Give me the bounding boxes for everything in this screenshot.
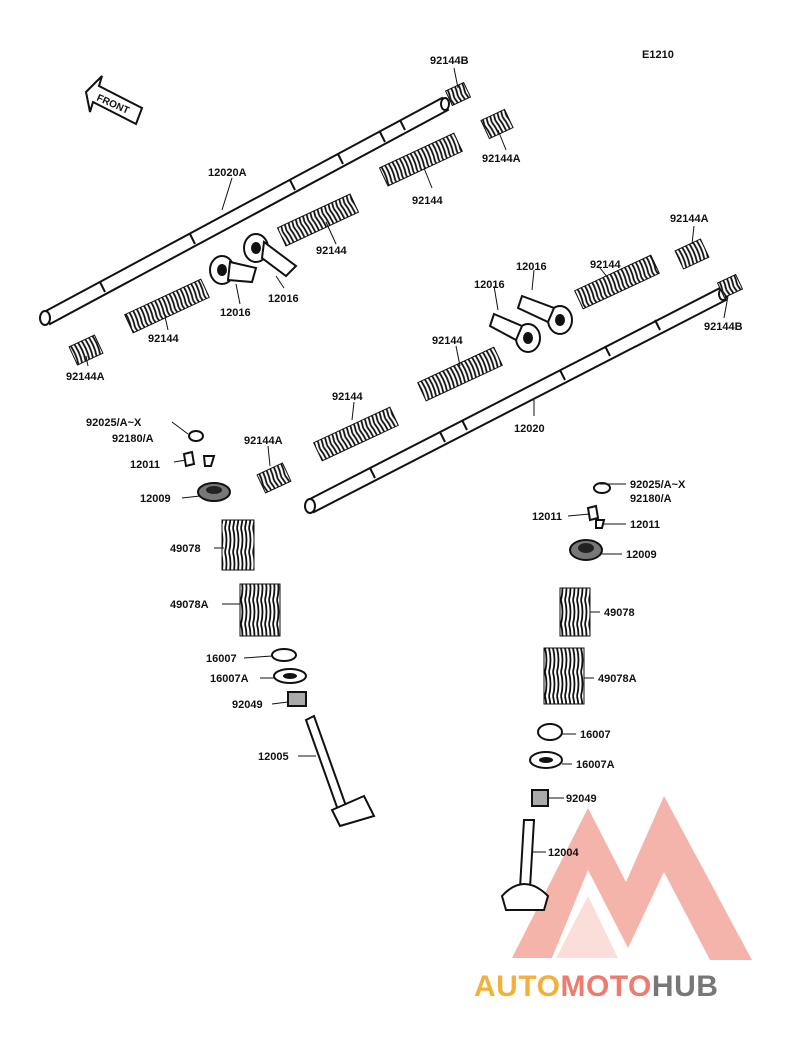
label-12011-right-a: 12011 (532, 511, 562, 523)
valve-stack-left (182, 430, 376, 828)
label-12016-b: 12016 (220, 307, 251, 319)
front-arrow-icon: FRONT (84, 75, 144, 126)
label-12011-right-b: 12011 (630, 519, 660, 531)
part-labels: E1210 92144B 92144A 12020A 92144 92144 1… (66, 49, 743, 859)
valve-stack-right (500, 482, 611, 911)
spring-92144-lower-a (574, 254, 660, 310)
label-92025-right: 92025/A~X (630, 479, 686, 491)
diagram-code: E1210 (642, 49, 674, 61)
label-49078A-left: 49078A (170, 599, 209, 611)
collar-spring-92144A-a (480, 108, 514, 140)
watermark-auto: AUTO (474, 970, 560, 1003)
collar-spring-92144B-b (716, 273, 744, 299)
label-92144-a: 92144 (412, 195, 443, 207)
rocker-arm-12016-a (209, 255, 258, 285)
label-92180-left: 92180/A (112, 433, 154, 445)
label-92144-b: 92144 (316, 245, 347, 257)
watermark-hub: HUB (652, 970, 719, 1003)
label-12005: 12005 (258, 751, 289, 763)
label-12020A: 12020A (208, 167, 247, 179)
spring-92144-upper-b (276, 193, 360, 247)
label-12020: 12020 (514, 423, 545, 435)
label-92144-f: 92144 (332, 391, 363, 403)
label-12016-d: 12016 (474, 279, 505, 291)
watermark-text: AUTOMOTOHUB (474, 970, 718, 1003)
rocker-shaft-12020 (304, 286, 728, 514)
label-12009-right: 12009 (626, 549, 657, 561)
rocker-arm-12016-d (516, 294, 573, 335)
label-92144A-b: 92144A (66, 371, 105, 383)
collar-spring-92144B-a (444, 81, 472, 107)
spring-92144-lower-b (417, 346, 503, 402)
label-92144-e: 92144 (432, 335, 463, 347)
label-12011-left: 12011 (130, 459, 160, 471)
label-92144A-a: 92144A (482, 153, 521, 165)
label-92144B-b: 92144B (704, 321, 743, 333)
label-16007-right: 16007 (580, 729, 611, 741)
label-92180-right: 92180/A (630, 493, 672, 505)
label-92144-d: 92144 (590, 259, 621, 271)
label-92049-right: 92049 (566, 793, 597, 805)
label-92144A-c: 92144A (670, 213, 709, 225)
label-12004: 12004 (548, 847, 579, 859)
spring-92144-lower-c (313, 406, 399, 462)
collar-spring-92144A-c (674, 238, 710, 270)
rocker-arm-12016-c (488, 312, 541, 353)
label-92049-left: 92049 (232, 699, 263, 711)
watermark-moto: MOTO (560, 970, 651, 1003)
spring-92144-upper-c (378, 132, 463, 187)
label-49078-left: 49078 (170, 543, 201, 555)
rocker-arm-12016-b (243, 233, 298, 278)
label-49078A-right: 49078A (598, 673, 637, 685)
rocker-shaft-12020A (39, 96, 450, 326)
label-92144A-d: 92144A (244, 435, 283, 447)
label-92144B-a: 92144B (430, 55, 469, 67)
leader-lines (85, 67, 729, 853)
spring-92144-upper-a (124, 278, 210, 334)
label-12009-left: 12009 (140, 493, 171, 505)
label-12016-a: 12016 (268, 293, 299, 305)
label-16007A-left: 16007A (210, 673, 249, 685)
label-92144-c: 92144 (148, 333, 179, 345)
label-49078-right: 49078 (604, 607, 635, 619)
collar-spring-92144A-d (256, 462, 292, 494)
label-16007-left: 16007 (206, 653, 237, 665)
label-92025-left: 92025/A~X (86, 417, 142, 429)
watermark-logo-triangle (512, 796, 752, 960)
collar-spring-92144A-b (68, 334, 104, 366)
label-12016-c: 12016 (516, 261, 547, 273)
label-16007A-right: 16007A (576, 759, 615, 771)
